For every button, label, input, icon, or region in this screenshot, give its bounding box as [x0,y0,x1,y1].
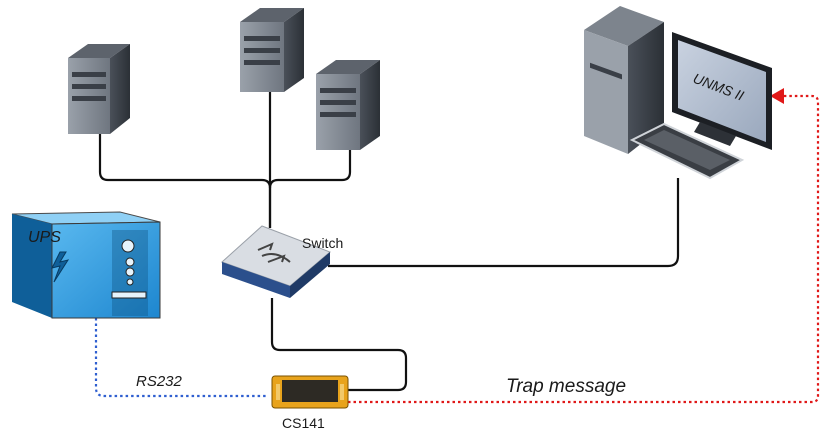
keyboard [629,122,745,180]
switch-label: Switch [302,235,343,251]
lightning-icon [51,251,70,283]
cs141-device [271,375,349,409]
monitor [672,32,772,150]
switch-arrows-icon [257,242,291,263]
cs141-label: CS141 [282,415,325,431]
link-trap-message [348,88,820,404]
ups-device [11,211,161,319]
workstation-tower [584,6,664,154]
link-server3-switch [268,150,352,189]
ethernet-lines [98,92,680,392]
server-2 [240,8,304,92]
server-1 [68,44,130,134]
link-rs232 [94,318,268,398]
rs232-label: RS232 [136,373,183,390]
monitor-screen [678,40,766,142]
workstation [584,6,772,180]
ups-label: UPS [28,229,61,246]
server-3 [316,60,380,150]
link-switch-cs141 [270,298,408,392]
network-switch [221,225,331,298]
trap-arrowhead [770,88,784,104]
link-switch-workstation [328,178,680,268]
trap-message-label: Trap message [506,376,626,397]
